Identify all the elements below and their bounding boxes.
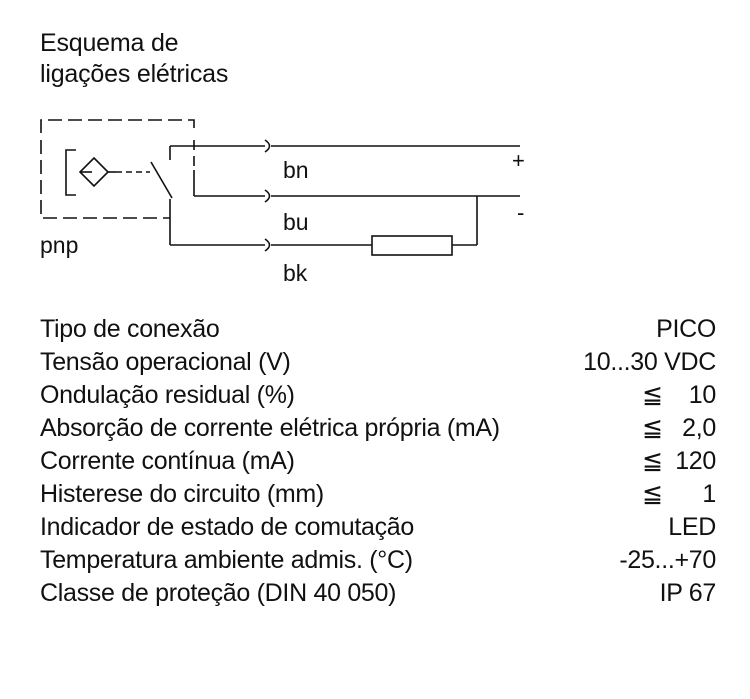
sensor-diamond-icon	[78, 156, 110, 188]
spec-number: 1	[702, 480, 716, 508]
spec-row: Indicador de estado de comutação LED	[40, 511, 716, 544]
leq-symbol: ≦	[642, 480, 663, 508]
leq-symbol: ≦	[642, 447, 663, 475]
spec-row: Histerese do circuito (mm) ≦ 1	[40, 478, 716, 511]
spec-number: 2,0	[682, 414, 716, 442]
spec-label: Classe de proteção (DIN 40 050)	[40, 579, 397, 607]
spec-value: PICO	[656, 315, 716, 343]
polarity-minus: -	[517, 200, 524, 225]
spec-label: Corrente contínua (mA)	[40, 447, 295, 475]
spec-label: Indicador de estado de comutação	[40, 513, 414, 541]
polarity-plus: +	[512, 148, 525, 173]
diagram-heading: Esquema de ligações elétricas	[40, 28, 228, 90]
sensor-housing-left	[40, 140, 170, 219]
spec-value: LED	[668, 513, 716, 541]
spec-value: -25...+70	[619, 546, 716, 574]
spec-number: 10	[688, 381, 717, 409]
spec-row: Absorção de corrente elétrica própria (m…	[40, 412, 716, 445]
spec-row: Tensão operacional (V) 10...30 VDC	[40, 346, 716, 379]
wire-label-bn: bn	[283, 157, 309, 183]
spec-row: Corrente contínua (mA) ≦ 120	[40, 445, 716, 478]
wire-label-bk: bk	[283, 260, 308, 286]
spec-label: Tipo de conexão	[40, 315, 220, 343]
switch-contact	[150, 161, 173, 199]
spec-value: ≦ 2,0	[642, 412, 716, 445]
spec-row: Tipo de conexão PICO	[40, 313, 716, 346]
spec-value: 10...30 VDC	[583, 348, 716, 376]
heading-line-2: ligações elétricas	[40, 60, 229, 88]
spec-value: ≦ 120	[642, 445, 716, 478]
sensor-housing	[40, 119, 195, 133]
spec-label: Temperatura ambiente admis. (°C)	[40, 546, 413, 574]
spec-value: ≦ 1	[642, 478, 716, 511]
spec-label: Absorção de corrente elétrica própria (m…	[40, 414, 500, 442]
connector-bk	[264, 238, 271, 252]
spec-label: Tensão operacional (V)	[40, 348, 291, 376]
wiring-diagram: bn bu bk + - pnp	[40, 119, 525, 286]
load-resistor	[371, 235, 453, 256]
spec-row: Temperatura ambiente admis. (°C) -25...+…	[40, 544, 716, 577]
leq-symbol: ≦	[642, 414, 663, 442]
spec-value: ≦ 10	[642, 379, 716, 412]
output-type-label: pnp	[40, 232, 78, 258]
spec-label: Ondulação residual (%)	[40, 381, 295, 409]
spec-value: IP 67	[659, 579, 717, 607]
spec-label: Histerese do circuito (mm)	[40, 480, 324, 508]
spec-row: Ondulação residual (%) ≦ 10	[40, 379, 716, 412]
heading-line-1: Esquema de	[40, 29, 179, 57]
connector-bu	[264, 189, 271, 203]
spec-table: Tipo de conexão PICO Tensão operacional …	[40, 313, 716, 610]
leq-symbol: ≦	[642, 381, 663, 409]
wire-label-bu: bu	[283, 209, 309, 235]
connector-bn	[264, 139, 271, 153]
spec-number: 120	[675, 447, 716, 475]
sensing-face-bracket	[65, 149, 76, 196]
spec-row: Classe de proteção (DIN 40 050) IP 67	[40, 577, 716, 610]
